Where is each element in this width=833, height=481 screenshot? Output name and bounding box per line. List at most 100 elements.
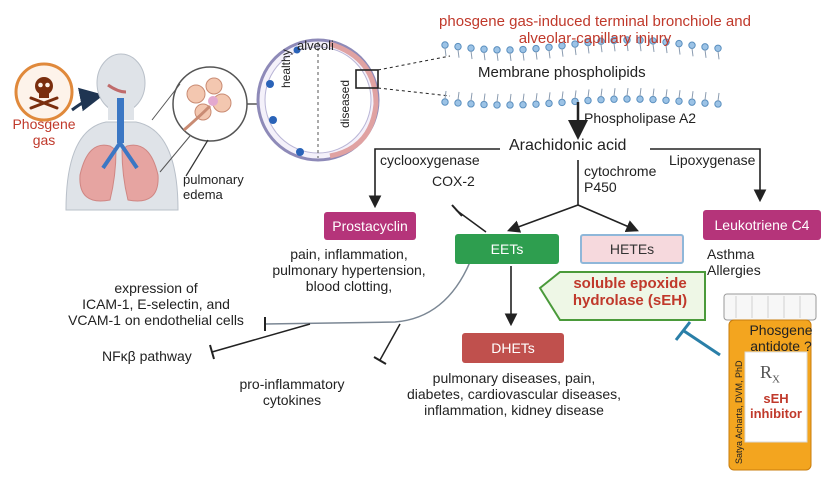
- lipid-tail: [652, 88, 655, 97]
- hetes-arrow: [577, 204, 639, 233]
- lipid-tail: [665, 89, 668, 98]
- author-credit: Satya Acharta, DVM, PhD: [734, 360, 744, 464]
- injury-title: phosgene gas-induced terminal bronchiole…: [439, 13, 751, 48]
- alveoli-label: alveoli: [297, 38, 334, 53]
- lipid-tail: [509, 52, 512, 62]
- nfkb-inhibition-line: [211, 323, 311, 353]
- lipid-tail: [652, 43, 655, 52]
- lipid-tail: [600, 44, 603, 53]
- rx-symbol: RX: [760, 362, 780, 386]
- lipid-tail: [704, 92, 707, 101]
- dhets-effects: pulmonary diseases, pain,diabetes, cardi…: [406, 370, 621, 419]
- lipid-tail: [548, 50, 551, 59]
- lipid-tail: [561, 91, 564, 100]
- lipid-head: [454, 99, 462, 107]
- lipid-tail: [574, 90, 577, 99]
- lipid-tail: [470, 92, 473, 101]
- lipid-tail: [509, 93, 512, 103]
- lipid-tail: [691, 48, 694, 57]
- human-torso-lungs-icon: [65, 53, 179, 211]
- seh-inhibitor-line: [683, 329, 721, 357]
- lipid-tail: [613, 88, 616, 97]
- nfkb-pathway-label: NFκβ pathway: [102, 348, 192, 364]
- lox-arrow: [650, 148, 767, 203]
- lipid-head: [662, 96, 670, 104]
- lipid-tail: [613, 43, 616, 52]
- lipid-tail: [600, 88, 603, 97]
- lipid-tail: [678, 90, 681, 99]
- lipid-tail: [639, 43, 642, 52]
- lipid-tail: [626, 42, 629, 52]
- alveolus-comparison-icon: [256, 38, 380, 162]
- lipid-head: [675, 97, 683, 105]
- lipid-tail: [626, 87, 629, 97]
- lipid-tail: [665, 45, 668, 54]
- lipid-tail: [470, 51, 473, 60]
- lipid-head: [519, 101, 527, 109]
- lipid-tail: [496, 52, 499, 61]
- lipid-head: [610, 95, 618, 103]
- lipid-tail: [639, 88, 642, 97]
- lipid-tail: [704, 49, 707, 58]
- phospholipase-a2-label: Phospholipase A2: [584, 110, 697, 126]
- cox2-label: COX-2: [432, 173, 475, 189]
- lipid-tail: [587, 45, 590, 54]
- lipid-head: [558, 98, 566, 107]
- eets-box: EETs: [455, 234, 559, 264]
- lipid-head: [597, 96, 605, 104]
- lipid-head: [506, 101, 514, 109]
- lipid-head: [480, 100, 488, 109]
- lipoxygenase-label: Lipoxygenase: [669, 152, 756, 168]
- lipid-tail: [678, 46, 681, 55]
- lipid-tail: [717, 51, 720, 60]
- lipid-tail: [691, 91, 694, 100]
- lipid-tail: [561, 48, 564, 57]
- lipid-tail: [574, 46, 577, 56]
- lipid-tail: [522, 93, 525, 102]
- alveoli-zoom-icon: [172, 66, 248, 142]
- healthy-label: healthy: [279, 49, 293, 88]
- lipid-tail: [717, 92, 720, 102]
- lipid-head: [467, 100, 475, 108]
- cytokine-inhibition-line: [379, 323, 401, 361]
- lipid-head: [506, 46, 514, 54]
- lipid-tail: [535, 51, 538, 60]
- lipid-head: [701, 99, 709, 107]
- lipid-head: [649, 95, 657, 104]
- membrane-phospholipids-label: Membrane phospholipids: [478, 64, 646, 81]
- lipid-tail: [587, 89, 590, 98]
- lipid-tail: [483, 93, 486, 102]
- lipid-head: [714, 100, 722, 108]
- cyclooxygenase-label: cyclooxygenase: [380, 152, 480, 168]
- lipid-tail: [444, 90, 447, 100]
- lipid-tail: [548, 92, 551, 101]
- lipid-head: [493, 101, 501, 109]
- phospholipid-bilayer-icon: [441, 36, 722, 109]
- cox-arrow: [368, 148, 500, 209]
- lipid-head: [545, 99, 553, 108]
- lipid-head: [623, 95, 631, 103]
- lipid-head: [636, 95, 644, 103]
- lipid-tail: [483, 52, 486, 61]
- lipid-head: [532, 100, 540, 108]
- inhale-arrow: [71, 87, 104, 112]
- prostacyclin-box: Prostacyclin: [324, 212, 416, 240]
- lipid-tail: [444, 47, 447, 57]
- medicine-bottle-icon: [723, 293, 817, 471]
- lipid-head: [688, 98, 696, 106]
- lipid-tail: [496, 93, 499, 102]
- arachidonic-acid-label: Arachidonic acid: [509, 137, 627, 154]
- eets-arrow: [506, 204, 579, 233]
- lipid-tail: [535, 93, 538, 102]
